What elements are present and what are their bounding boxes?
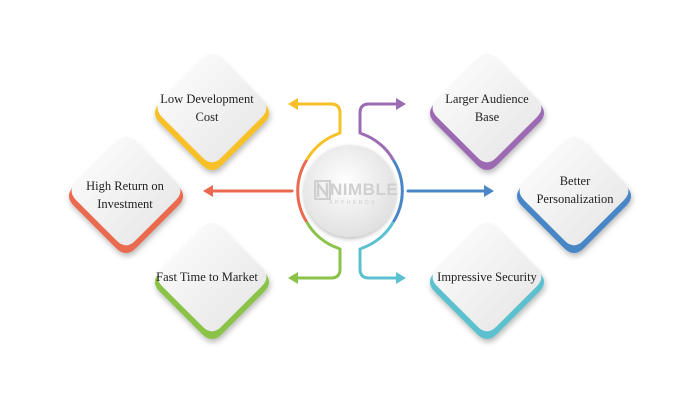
arrowhead-personalization <box>484 185 494 197</box>
hub-ring-teal <box>360 221 395 250</box>
label-line: Better <box>559 174 591 188</box>
arrowhead-security <box>396 272 406 284</box>
center-hub <box>296 132 404 250</box>
arrowhead-low-cost <box>288 98 298 110</box>
benefit-diamond-low-cost <box>154 53 270 171</box>
diamond-face-low-cost <box>157 53 267 163</box>
hub-ring-red <box>296 159 308 223</box>
diamond-face-audience <box>432 53 542 163</box>
benefit-diamond-time-to-market <box>154 222 270 340</box>
hub-disc <box>304 145 396 237</box>
label-line: Investment <box>97 197 153 211</box>
label-line: Larger Audience <box>445 92 529 106</box>
benefit-label-roi: High Return on Investment <box>50 175 200 215</box>
hub-ring-green <box>305 221 340 250</box>
connector-low-cost <box>294 102 342 135</box>
connector-audience <box>358 102 400 135</box>
benefit-label-time-to-market: Fast Time to Market <box>132 262 282 292</box>
label-line: Fast Time to Market <box>156 270 258 284</box>
connector-security <box>358 247 400 280</box>
diamond-face-time-to-market <box>157 222 267 332</box>
benefit-diamond-roi <box>68 136 184 254</box>
hub-ring-blue <box>392 159 404 223</box>
benefit-diamond-security <box>429 222 545 340</box>
nimble-logo-icon <box>314 180 331 200</box>
benefit-label-audience: Larger Audience Base <box>412 88 562 128</box>
diamond-face-roi <box>71 136 181 246</box>
label-line: High Return on <box>86 179 164 193</box>
diamond-face-personalization <box>519 136 629 246</box>
benefit-label-personalization: Better Personalization <box>500 170 650 210</box>
logo-name: NIMBLE <box>330 180 399 199</box>
connectors <box>203 98 494 284</box>
center-logo: NIMBLE APPHERDS <box>313 180 399 207</box>
benefit-diamond-personalization <box>516 136 632 254</box>
label-line: Impressive Security <box>437 270 537 284</box>
benefit-diamonds <box>68 53 632 340</box>
label-line: Cost <box>195 110 219 124</box>
label-line: Personalization <box>536 192 614 206</box>
arrowhead-audience <box>396 98 406 110</box>
hub-ring-purple <box>360 132 395 161</box>
label-line: Low Development <box>160 92 254 106</box>
benefit-label-security: Impressive Security <box>412 262 562 292</box>
benefit-label-low-cost: Low Development Cost <box>132 88 282 128</box>
hub-ring-yellow <box>305 132 340 161</box>
diamond-face-security <box>432 222 542 332</box>
benefit-diamond-audience <box>429 53 545 171</box>
arrowhead-roi <box>203 185 213 197</box>
arrowhead-time-to-market <box>288 272 298 284</box>
label-line: Base <box>474 110 500 124</box>
logo-subtitle: APPHERDS <box>329 200 377 206</box>
connector-time-to-market <box>294 247 342 280</box>
